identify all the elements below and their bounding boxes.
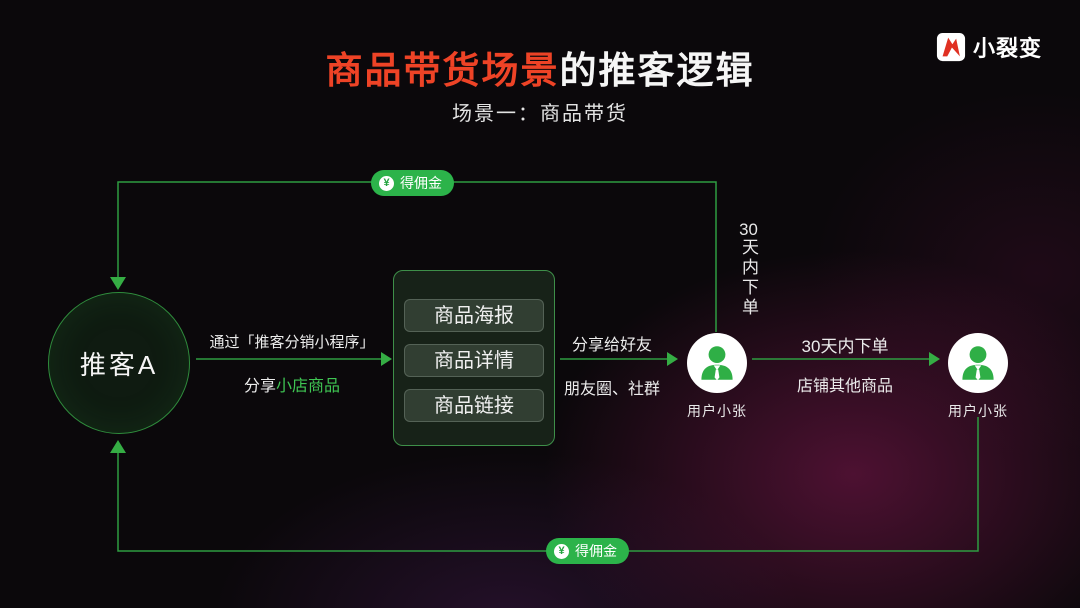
asset-item-detail: 商品详情	[404, 344, 544, 377]
vertical-note-chars: 天内下单	[739, 238, 758, 318]
asset-item-link: 商品链接	[404, 389, 544, 422]
step2-bottom-label: 朋友圈、社群	[563, 381, 661, 398]
subtitle: 场景一：商品带货	[452, 103, 628, 125]
yen-coin-icon: ¥	[554, 543, 569, 559]
title-highlight: 商品带货场景	[325, 50, 560, 91]
user1-label: 用户小张	[687, 403, 747, 419]
step3-bottom-label: 店铺其他商品	[796, 378, 894, 395]
brand-name: 小裂变	[972, 36, 1042, 61]
promoter-node: 推客A	[48, 292, 190, 434]
arrowhead-right-3-icon	[929, 352, 940, 366]
asset-item-poster: 商品海报	[404, 299, 544, 332]
step1-bottom-label: 分享小店商品	[244, 372, 340, 396]
step1-bottom-prefix: 分享	[243, 378, 276, 395]
arrowhead-up-icon	[110, 440, 126, 453]
user1-node: 用户小张	[687, 333, 747, 421]
page-title: 商品带货场景的推客逻辑	[0, 40, 1080, 94]
arrowhead-down-icon	[110, 277, 126, 290]
step1-top-label: 通过「推客分销小程序」	[209, 334, 375, 351]
yen-coin-icon: ¥	[379, 175, 394, 191]
lightning-logo-icon	[936, 32, 966, 62]
step3-top-label: 30天内下单	[801, 337, 889, 356]
user2-label: 用户小张	[948, 403, 1008, 419]
vertical-note-digits: 30	[739, 221, 758, 238]
user2-node: 用户小张	[948, 333, 1008, 421]
step2-top-label: 分享给好友	[571, 337, 653, 354]
commission-badge-top-label: 得佣金	[400, 175, 442, 191]
vertical-note-30days: 30天内下单	[736, 221, 761, 318]
commission-badge-bottom: ¥ 得佣金	[546, 538, 629, 564]
person-icon	[701, 346, 733, 381]
user1-avatar	[687, 333, 747, 393]
brand-logo: 小裂变	[936, 31, 1042, 63]
title-rest: 的推客逻辑	[559, 50, 755, 91]
product-assets-box: 商品海报 商品详情 商品链接	[393, 270, 555, 446]
arrowhead-right-1-icon	[381, 352, 392, 366]
step1-bottom-highlight: 小店商品	[276, 378, 341, 395]
commission-badge-top: ¥ 得佣金	[371, 170, 454, 196]
user2-avatar	[948, 333, 1008, 393]
arrowhead-right-2-icon	[667, 352, 678, 366]
promoter-label: 推客A	[79, 349, 159, 380]
commission-badge-bottom-label: 得佣金	[575, 543, 617, 559]
person-icon	[962, 346, 994, 381]
